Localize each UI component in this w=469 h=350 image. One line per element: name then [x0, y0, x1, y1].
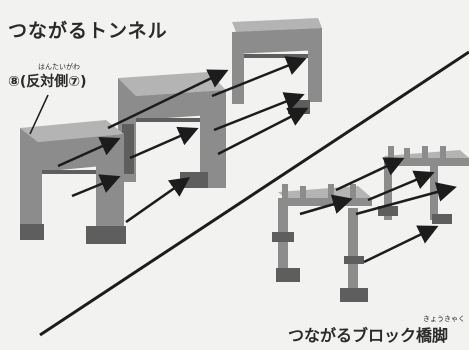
pier-piece-far: [378, 146, 469, 224]
pier-section-title: つながるブロック橋脚: [288, 326, 449, 345]
label-leader-line: [29, 94, 49, 135]
part-label-text: ⑧(反対側⑦): [8, 74, 87, 90]
pier-title-ruby: きょうきゃく: [423, 315, 465, 323]
pier-piece-near: [272, 184, 372, 302]
section-divider: [39, 50, 469, 337]
tunnel-piece-middle: [118, 72, 226, 188]
tunnel-piece-far: [232, 18, 322, 114]
part-label: はんたいがわ ⑧(反対側⑦): [8, 62, 87, 91]
tunnel-section-title: つながるトンネル: [8, 20, 168, 42]
pier-arrows: [299, 157, 457, 264]
part-label-ruby: はんたいがわ: [38, 63, 80, 71]
tunnel-piece-front: [20, 120, 126, 244]
tunnel-arrows: [57, 56, 309, 224]
